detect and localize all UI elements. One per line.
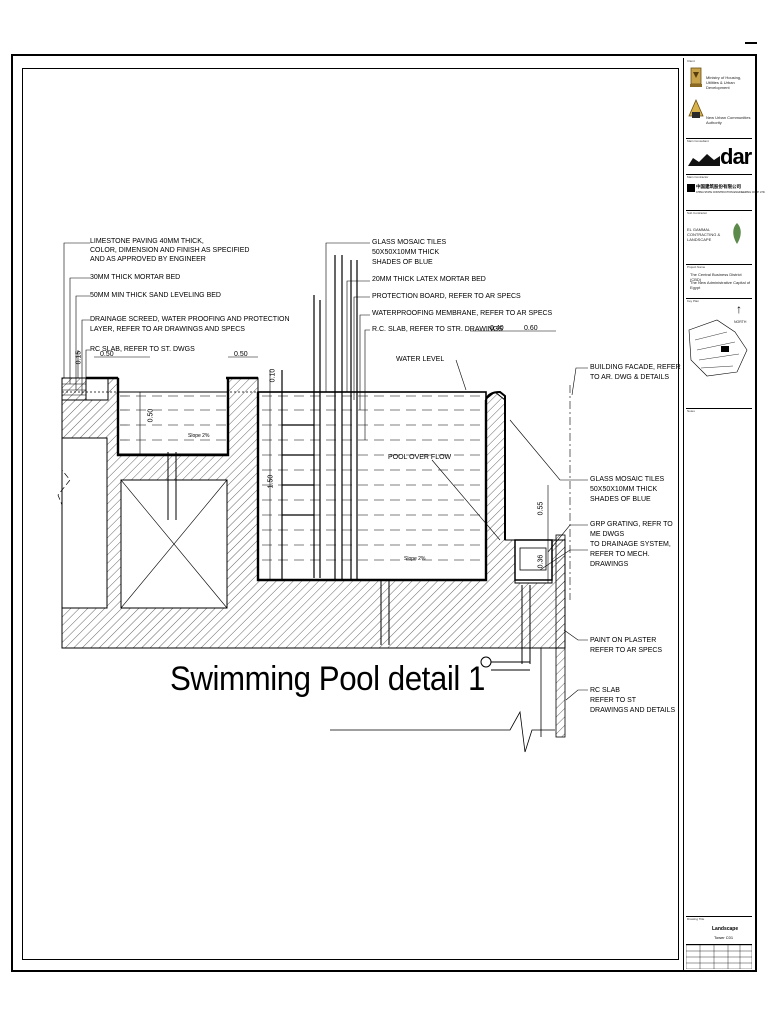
key-plan-map [688,319,748,377]
pool-water [257,391,487,581]
subcontractor-logo [733,223,741,244]
label-pool-overflow: POOL OVER FLOW [388,454,452,461]
label-drainage-screed-1: DRAINAGE SCREED, WATER PROOFING AND PROT… [90,316,290,323]
dim-055: 0.55 [537,501,545,516]
drawing-frame [22,68,679,960]
nuca-logo [688,99,704,118]
label-protection-board: PROTECTION BOARD, REFER TO AR SPECS [372,293,521,300]
label-rc-slab-right-1: RC SLAB [590,687,620,694]
dim-050-vertical: 0.50 [147,408,155,423]
north-label: NORTH [734,320,747,324]
label-rc-slab-right-2: REFER TO ST [590,697,637,704]
client-name-1: Ministry of Housing, Utilities & Urban D… [706,75,742,90]
subcontractor-caption: Sub Contractor [687,211,708,215]
label-glass-mosaic-right-3: SHADES OF BLUE [590,496,651,503]
label-paint-plaster-2: REFER TO AR SPECS [590,647,663,654]
consultant-graphic [688,154,720,166]
label-glass-mosaic-1: GLASS MOSAIC TILES [372,239,447,246]
dim-050-left: 0.50 [100,351,114,358]
label-rc-slab-right-3: DRAWINGS AND DETAILS [590,707,676,714]
consultant-caption: Main Consultant [687,139,709,143]
label-sand-bed: 50MM MIN THICK SAND LEVELING BED [90,292,221,299]
label-limestone-3: AND AS APPROVED BY ENGINEER [90,256,206,263]
dim-150: 1.50 [267,474,275,489]
label-glass-mosaic-right-1: GLASS MOSAIC TILES [590,476,665,483]
drawing-info-grid [686,945,752,969]
dim-060: 0.60 [524,325,538,332]
label-slope-pool: Slope 2% [404,556,426,562]
label-water-level: WATER LEVEL [396,356,445,363]
label-drainage-screed-2: LAYER, REFER TO AR DRAWINGS AND SPECS [90,326,245,333]
project-name-2: The New Administrative Capital of Egypt [690,280,751,290]
dim-015: 0.15 [75,350,83,365]
label-glass-mosaic-3: SHADES OF BLUE [372,259,433,266]
project-caption: Project Name [687,265,706,269]
label-paint-plaster-1: PAINT ON PLASTER [590,637,657,644]
label-drainage-system-1: TO DRAINAGE SYSTEM, [590,541,671,548]
keyplan-caption: Key Plan [687,299,700,303]
label-building-facade-2: TO AR. DWG & DETAILS [590,374,670,381]
label-rc-slab-top: R.C. SLAB, REFER TO STR. DRAWINGS [372,326,503,333]
top-edge-mark [745,42,757,44]
label-mortar-bed: 30MM THICK MORTAR BED [90,274,181,281]
ministry-logo [690,67,702,87]
drawing-title-value: Landscape [712,926,739,932]
north-arrow-icon: ↑ [736,302,742,316]
dim-050-top: 0.50 [234,351,248,358]
label-glass-mosaic-right-2: 50X50X10MM THICK [590,486,658,493]
label-limestone-2: COLOR, DIMENSION AND FINISH AS SPECIFIED [90,247,250,254]
contractor-name-cn: 中国建筑股份有限公司 [696,184,741,189]
label-drainage-system-3: DRAWINGS [590,561,629,568]
label-grp-grating-2: ME DWGS [590,531,625,538]
subcontractor-name: EL GAMMAL CONTRACTING & LANDSCAPE [687,227,721,242]
title-block: Client Ministry of Housing, Utilities & … [683,58,765,970]
dim-036: 0.36 [537,554,545,569]
label-drainage-system-2: REFER TO MECH. [590,551,650,558]
client-caption: Client [687,59,695,63]
client-name-2: New Urban Communities Authority [706,115,751,125]
label-limestone-1: LIMESTONE PAVING 40MM THICK, [90,238,204,245]
label-waterproofing: WATERPROOFING MEMBRANE, REFER TO AR SPEC… [372,310,553,317]
label-rc-slab-left: RC SLAB, REFER TO ST. DWGS [90,346,195,353]
contractor-name-en: CHINA STATE CONSTRUCTION ENGINEERING COR… [696,191,766,194]
drawing-subtitle-value: Tower C01 [714,935,734,940]
project-name-1: The Central Business District (CBD) [690,272,742,282]
drawing-sheet-border [11,54,757,972]
drawing-title: Swimming Pool detail 1 [170,660,485,698]
label-slope-tank: Slope 2% [188,433,210,439]
dim-010: 0.10 [269,368,277,383]
drawing-title-caption: Drawing Title [687,917,705,921]
cscec-logo [687,184,695,192]
consultant-logo: dar [720,144,752,169]
dim-040: 0.40 [490,325,504,332]
label-grp-grating-1: GRP GRATING, REFR TO [590,521,673,528]
notes-caption: Notes [687,409,695,413]
label-latex-mortar: 20MM THICK LATEX MORTAR BED [372,276,486,283]
label-glass-mosaic-2: 50X50X10MM THICK [372,249,440,256]
balance-tank-water [117,391,229,455]
contractor-caption: Main Contractor [687,175,709,179]
label-building-facade-1: BUILDING FACADE, REFER [590,364,681,371]
overflow-gutter [514,539,553,581]
